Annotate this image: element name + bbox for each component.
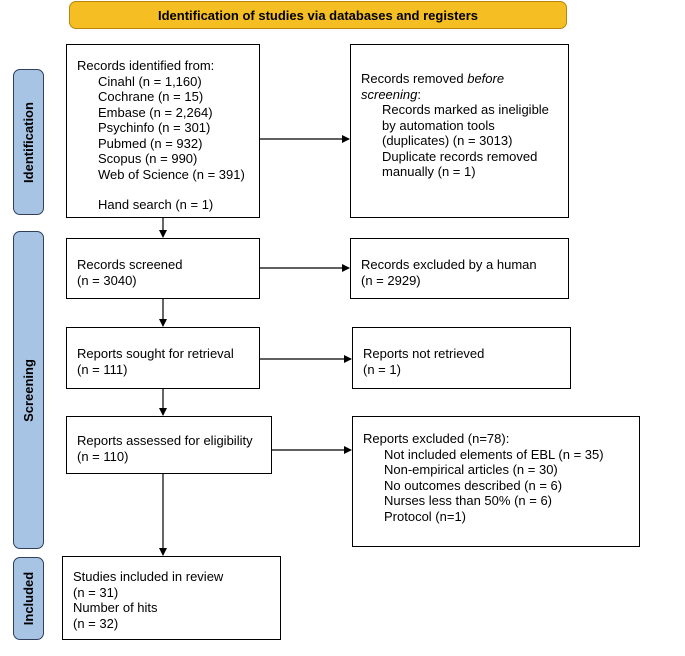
studies-included-label: Studies included in review [73, 569, 224, 584]
header-title: Identification of studies via databases … [157, 7, 479, 23]
phase-included: Included [13, 557, 44, 640]
studies-included-box: Studies included in review (n = 31) Numb… [62, 556, 281, 640]
reports-assessed-label: Reports assessed for eligibility [77, 433, 253, 448]
reports-assessed-box: Reports assessed for eligibility (n = 11… [66, 416, 272, 474]
records-screened-box: Records screened (n = 3040) [66, 238, 260, 299]
hits-label: Number of hits [73, 600, 158, 615]
studies-included-count: (n = 31) [73, 584, 119, 600]
records-removed-heading-cont: screening: [361, 86, 421, 102]
reports-sought-box: Reports sought for retrieval (n = 111) [66, 327, 260, 389]
records-removed-box: Records removed before screening: Record… [350, 44, 569, 218]
reports-not-retrieved-box: Reports not retrieved (n = 1) [352, 327, 571, 389]
records-identified-heading: Records identified from: [77, 58, 215, 73]
removed-item: Duplicate records removed [382, 148, 538, 164]
reports-excluded-heading: Reports excluded (n=78): [363, 431, 510, 446]
removed-item: (duplicates) (n = 3013) [382, 133, 513, 148]
source-item: Cinahl (n = 1,160) [98, 73, 202, 89]
source-item: Psychinfo (n = 301) [98, 120, 211, 135]
records-excluded-count: (n = 2929) [361, 272, 421, 288]
hits-count: (n = 32) [73, 615, 119, 631]
reports-not-retrieved-count: (n = 1) [363, 361, 401, 377]
source-item: Scopus (n = 990) [98, 151, 198, 166]
records-screened-count: (n = 3040) [77, 272, 137, 288]
excluded-item: Nurses less than 50% (n = 6) [384, 493, 552, 508]
removed-item: Records marked as ineligible [382, 102, 549, 117]
records-excluded-box: Records excluded by a human (n = 2929) [350, 238, 569, 299]
excluded-item: No outcomes described (n = 6) [384, 477, 563, 493]
reports-assessed-count: (n = 110) [77, 448, 129, 464]
removed-item: by automation tools [382, 117, 495, 133]
excluded-item: Non-empirical articles (n = 30) [384, 462, 558, 477]
reports-not-retrieved-label: Reports not retrieved [363, 346, 485, 361]
source-item: Pubmed (n = 932) [98, 135, 203, 151]
reports-excluded-box: Reports excluded (n=78): Not included el… [352, 416, 640, 547]
excluded-item: Not included elements of EBL (n = 35) [384, 446, 604, 462]
records-identified-box: Records identified from: Cinahl (n = 1,1… [66, 44, 260, 218]
reports-sought-count: (n = 111) [77, 361, 128, 377]
phase-screening: Screening [13, 231, 44, 549]
reports-sought-label: Reports sought for retrieval [77, 346, 234, 361]
records-screened-label: Records screened [77, 257, 183, 272]
source-item: Web of Science (n = 391) [98, 166, 245, 182]
records-excluded-label: Records excluded by a human [361, 257, 537, 272]
phase-identification: Identification [13, 69, 44, 215]
hand-search-item: Hand search (n = 1) [98, 197, 214, 212]
header-banner: Identification of studies via databases … [69, 1, 567, 29]
removed-item: manually (n = 1) [382, 164, 476, 179]
records-removed-heading: Records removed before [361, 71, 505, 86]
source-item: Cochrane (n = 15) [98, 89, 204, 104]
excluded-item: Protocol (n=1) [384, 508, 467, 524]
source-item: Embase (n = 2,264) [98, 104, 213, 120]
